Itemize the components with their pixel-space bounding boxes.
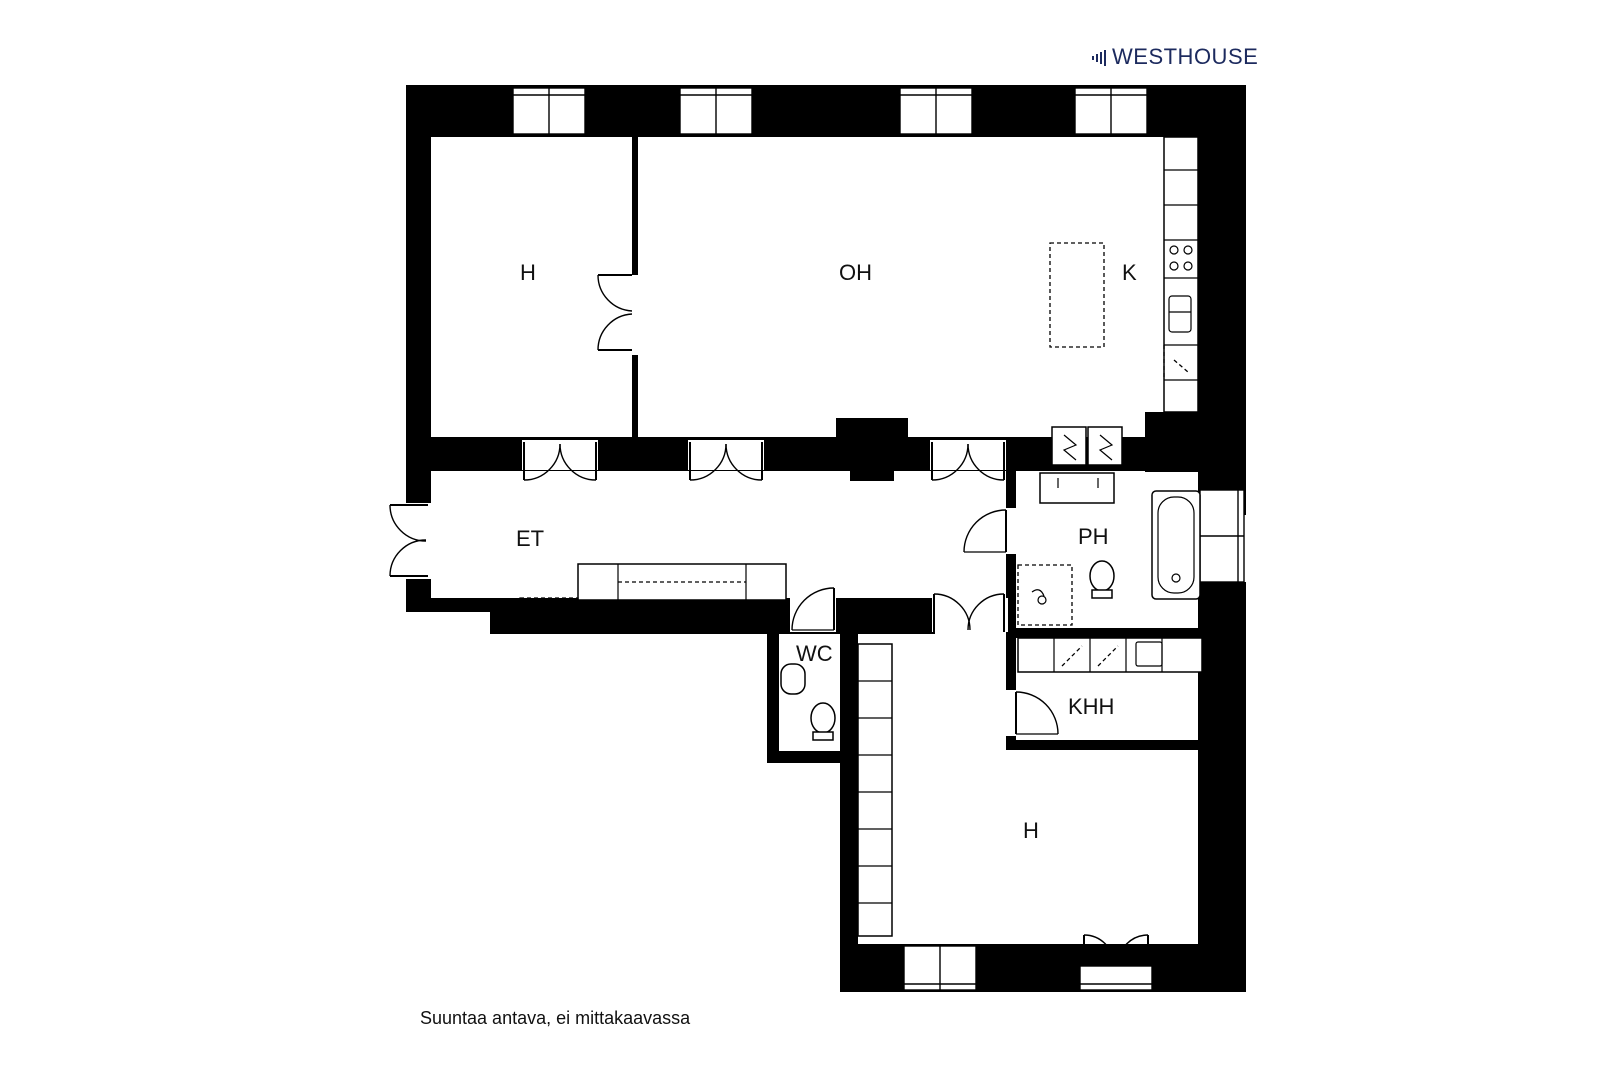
brand-name: WESTHOUSE: [1112, 44, 1259, 69]
wc-fixtures: [780, 663, 836, 741]
plan-caption: Suuntaa antava, ei mittakaavassa: [420, 1008, 691, 1028]
windows-top: [512, 87, 1148, 135]
room-label-utility: KHH: [1068, 694, 1114, 719]
room-label-kitchen: K: [1122, 260, 1137, 285]
room-label-bathroom: PH: [1078, 524, 1109, 549]
logo-bars-icon: [1092, 50, 1106, 66]
window-bath: [1199, 489, 1245, 583]
utility-fixtures: [1017, 637, 1203, 673]
room-label-wc: WC: [796, 641, 833, 666]
room-label-bedroom-bottom: H: [1023, 818, 1039, 843]
doors: [389, 274, 1149, 966]
windows-bottom: [903, 945, 1153, 991]
room-label-hall: ET: [516, 526, 544, 551]
bathroom-fixtures: [1017, 426, 1201, 626]
room-label-living: OH: [839, 260, 872, 285]
room-label-bedroom-top: H: [520, 260, 536, 285]
westhouse-logo: WESTHOUSE: [1092, 44, 1258, 70]
kitchen-fixtures: [1049, 136, 1199, 413]
wardrobe: [857, 643, 893, 937]
hall-storage: [519, 563, 787, 623]
